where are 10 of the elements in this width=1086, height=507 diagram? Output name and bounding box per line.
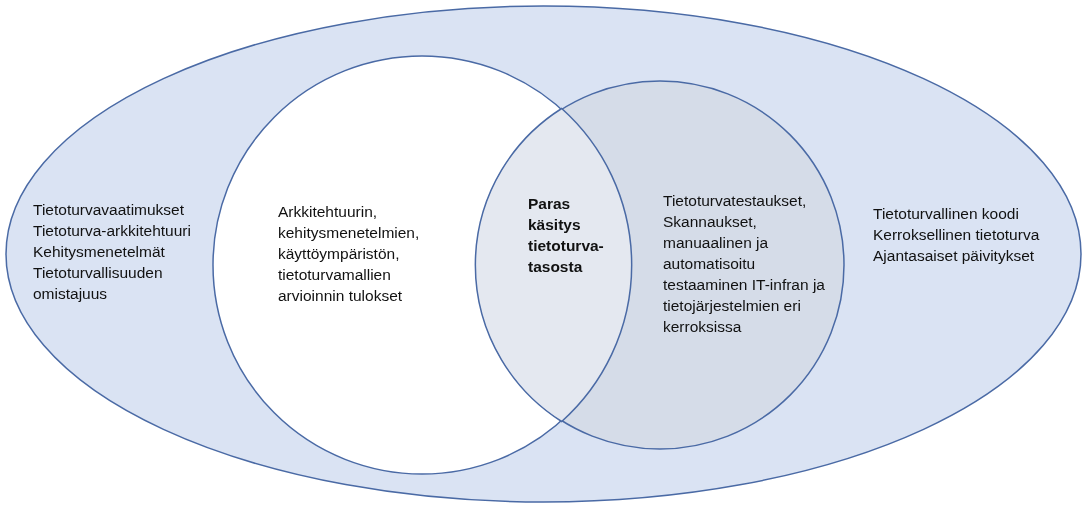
region-text: Arkkitehtuurin, kehitysmenetelmien, käyttöympäristön, tietoturvamallien arvioinnin tulokset (278, 202, 421, 306)
list-item: Tietoturva-arkkitehtuuri (33, 221, 192, 241)
list-item: Ajantasaiset päivitykset (873, 246, 1036, 266)
list-item: Tietoturvallisuuden omistajuus (33, 263, 164, 304)
region-text: Tietoturvatestaukset, Skannaukset, manuaalinen ja automatisoitu testaaminen IT-infran ja tietojärjestelmien eri kerroksissa (663, 191, 826, 337)
list-item: Tietoturvavaatimukset (33, 200, 186, 220)
list-item: Tietoturvallinen koodi (873, 204, 1020, 224)
center-label: Paras käsitys tietoturva-tasosta (528, 194, 605, 277)
list-item: Kerroksellinen tietoturva (873, 225, 1041, 245)
list-item: Kehitysmenetelmät (33, 242, 166, 262)
